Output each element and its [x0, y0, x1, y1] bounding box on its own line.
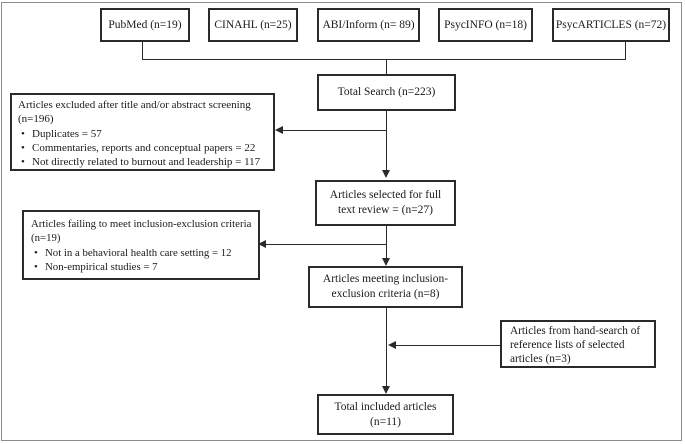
total-included-box: Total included articles (n=11)	[317, 394, 454, 435]
list-item: • Commentaries, reports and conceptual p…	[18, 141, 267, 155]
total-search-box: Total Search (n=223)	[317, 74, 456, 111]
connector-handsearch-branch	[396, 345, 500, 346]
arrowhead-down-meeting	[382, 258, 390, 266]
full-text-review-box: Articles selected for full text review =…	[315, 180, 456, 226]
arrowhead-down-included	[382, 386, 390, 394]
source-box-psycarticles: PsycARTICLES (n=72)	[552, 8, 670, 42]
arrowhead-left-handsearch	[388, 341, 396, 349]
connector-fulltext-to-meeting	[386, 226, 387, 258]
source-label-pubmed: PubMed (n=19)	[108, 18, 182, 31]
excluded-screening-box: Articles excluded after title and/or abs…	[10, 93, 275, 171]
excluded-screening-list: • Duplicates = 57 • Commentaries, report…	[18, 127, 267, 169]
bracket-horizontal-line	[142, 59, 626, 60]
source-label-abi-inform: ABI/Inform (n= 89)	[322, 18, 415, 31]
excluded-reason-commentaries: Commentaries, reports and conceptual pap…	[32, 142, 256, 154]
excluded-reason-not-related: Not directly related to burnout and lead…	[32, 156, 261, 168]
list-item: • Non-empirical studies = 7	[31, 260, 253, 274]
bracket-right-stub	[625, 42, 626, 60]
bracket-left-stub	[142, 42, 143, 60]
connector-branch-to-excluded	[283, 130, 386, 131]
meeting-criteria-box: Articles meeting inclusion-exclusion cri…	[308, 266, 463, 308]
hand-search-label: Articles from hand-search of reference l…	[510, 325, 641, 365]
bullet-icon: •	[21, 142, 25, 154]
bullet-icon: •	[34, 261, 38, 273]
connector-totalsearch-to-fulltext	[386, 111, 387, 171]
failing-reason-nonempirical: Non-empirical studies = 7	[45, 261, 158, 273]
source-box-psycinfo: PsycINFO (n=18)	[438, 8, 533, 42]
bullet-icon: •	[21, 128, 25, 140]
list-item: • Not directly related to burnout and le…	[18, 155, 267, 169]
failing-reason-setting: Not in a behavioral health care setting …	[45, 247, 232, 259]
full-text-review-label: Articles selected for full text review =…	[329, 189, 442, 216]
meeting-criteria-label: Articles meeting inclusion-exclusion cri…	[322, 273, 449, 300]
hand-search-box: Articles from hand-search of reference l…	[500, 320, 656, 368]
connector-branch-to-failing	[266, 244, 386, 245]
arrowhead-left-failing	[258, 240, 266, 248]
total-search-label: Total Search (n=223)	[337, 86, 436, 99]
source-label-psycinfo: PsycINFO (n=18)	[444, 18, 527, 31]
source-box-abi-inform: ABI/Inform (n= 89)	[317, 8, 420, 42]
excluded-screening-title: Articles excluded after title and/or abs…	[18, 99, 251, 125]
bullet-icon: •	[34, 247, 38, 259]
failing-criteria-title: Articles failing to meet inclusion-exclu…	[31, 218, 252, 244]
list-item: • Duplicates = 57	[18, 127, 267, 141]
arrowhead-down-fulltext	[382, 170, 390, 178]
bracket-center-stub	[386, 59, 387, 74]
arrowhead-left-excluded	[275, 126, 283, 134]
failing-criteria-box: Articles failing to meet inclusion-exclu…	[22, 210, 260, 280]
source-box-pubmed: PubMed (n=19)	[100, 8, 190, 42]
bullet-icon: •	[21, 156, 25, 168]
list-item: • Not in a behavioral health care settin…	[31, 246, 253, 260]
source-box-cinahl: CINAHL (n=25)	[208, 8, 298, 42]
connector-meeting-to-included	[386, 308, 387, 386]
source-label-psycarticles: PsycARTICLES (n=72)	[555, 18, 667, 31]
excluded-reason-duplicates: Duplicates = 57	[32, 128, 102, 140]
failing-criteria-list: • Not in a behavioral health care settin…	[31, 246, 253, 274]
total-included-label: Total included articles (n=11)	[334, 400, 437, 428]
source-label-cinahl: CINAHL (n=25)	[214, 18, 292, 31]
